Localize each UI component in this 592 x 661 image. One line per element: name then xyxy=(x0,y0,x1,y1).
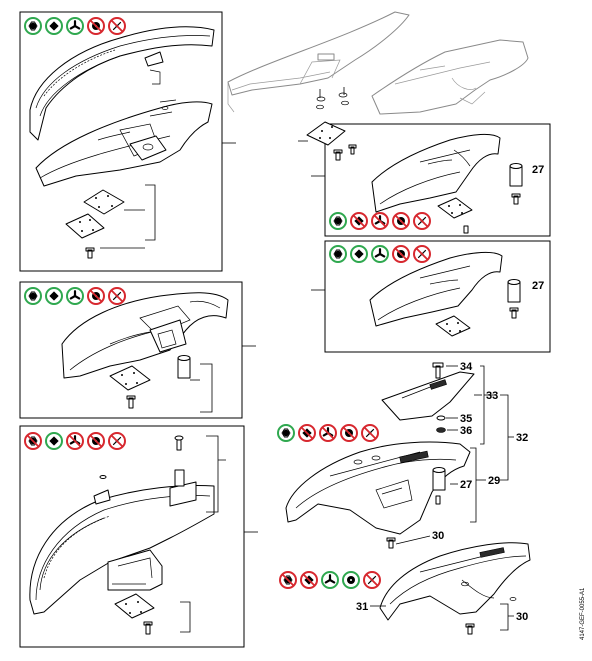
shield-d-drawing xyxy=(371,133,523,234)
square-blade-allowed-icon xyxy=(350,245,368,263)
frame-shield-e xyxy=(324,240,551,353)
three-tooth-blade-allowed-icon xyxy=(66,287,84,305)
shield-e-drawing xyxy=(369,251,521,337)
three-tooth-blade-allowed-icon xyxy=(321,571,339,589)
frame-shield-a xyxy=(19,11,223,272)
trimmer-line-not-allowed-icon xyxy=(108,17,126,35)
shield-c-drawing xyxy=(29,435,226,635)
callout-31: 31 xyxy=(356,601,368,613)
three-tooth-blade-not-allowed-icon xyxy=(319,424,337,442)
trimmer-line-not-allowed-icon xyxy=(108,287,126,305)
grass-blade-allowed-icon xyxy=(24,17,42,35)
tool-icon-row xyxy=(279,571,381,589)
circular-saw-not-allowed-icon xyxy=(392,212,410,230)
square-blade-allowed-icon xyxy=(45,287,63,305)
drawing-code: 4147-GEF-0055-A1 xyxy=(580,587,586,640)
grass-blade-not-allowed-icon xyxy=(24,432,42,450)
tool-icon-row xyxy=(277,424,379,442)
circular-saw-allowed-icon xyxy=(342,571,360,589)
grey-shield-top-left xyxy=(227,11,410,113)
callout-30-a: 30 xyxy=(432,530,444,542)
tool-icon-row xyxy=(329,212,431,230)
circular-saw-not-allowed-icon xyxy=(340,424,358,442)
square-blade-not-allowed-icon xyxy=(298,424,316,442)
trimmer-line-not-allowed-icon xyxy=(361,424,379,442)
trimmer-line-not-allowed-icon xyxy=(108,432,126,450)
tool-icon-row xyxy=(329,245,431,263)
grass-blade-allowed-icon xyxy=(329,212,347,230)
grass-blade-allowed-icon xyxy=(24,287,42,305)
callout-35: 35 xyxy=(460,413,472,425)
tool-icon-row xyxy=(24,287,126,305)
callout-29: 29 xyxy=(488,475,500,487)
grass-blade-allowed-icon xyxy=(277,424,295,442)
three-tooth-blade-allowed-icon xyxy=(66,17,84,35)
frame-shield-c xyxy=(19,425,245,648)
callout-32: 32 xyxy=(516,432,528,444)
three-tooth-blade-allowed-icon xyxy=(371,245,389,263)
circular-saw-not-allowed-icon xyxy=(87,287,105,305)
square-blade-not-allowed-icon xyxy=(350,212,368,230)
callout-33: 33 xyxy=(486,390,498,402)
shield-31-drawing xyxy=(370,542,531,635)
callout-30-b: 30 xyxy=(516,611,528,623)
trimmer-line-not-allowed-icon xyxy=(363,571,381,589)
square-blade-not-allowed-icon xyxy=(300,571,318,589)
circular-saw-not-allowed-icon xyxy=(87,17,105,35)
frame-shield-d xyxy=(324,123,551,237)
frame-shield-b xyxy=(19,281,243,419)
shield-b-drawing xyxy=(61,292,229,413)
callout-27-b: 27 xyxy=(532,280,544,292)
circular-saw-not-allowed-icon xyxy=(392,245,410,263)
cutting-tool-icon-rows xyxy=(24,17,431,589)
shield-assembly-32 xyxy=(285,362,514,549)
grey-shield-top-right xyxy=(371,39,529,115)
callout-27-c: 27 xyxy=(460,479,472,491)
tool-icon-row xyxy=(24,17,126,35)
square-blade-allowed-icon xyxy=(45,17,63,35)
grass-blade-not-allowed-icon xyxy=(279,571,297,589)
grass-blade-allowed-icon xyxy=(329,245,347,263)
top-center-fasteners xyxy=(298,87,357,161)
circular-saw-not-allowed-icon xyxy=(87,432,105,450)
square-blade-allowed-icon xyxy=(45,432,63,450)
tool-icon-row xyxy=(24,432,126,450)
trimmer-line-not-allowed-icon xyxy=(413,245,431,263)
callout-34: 34 xyxy=(460,361,473,373)
trimmer-line-not-allowed-icon xyxy=(413,212,431,230)
shield-a-drawing xyxy=(29,26,215,259)
callout-27-a: 27 xyxy=(532,164,544,176)
three-tooth-blade-not-allowed-icon xyxy=(66,432,84,450)
three-tooth-blade-not-allowed-icon xyxy=(371,212,389,230)
callout-36: 36 xyxy=(460,425,472,437)
